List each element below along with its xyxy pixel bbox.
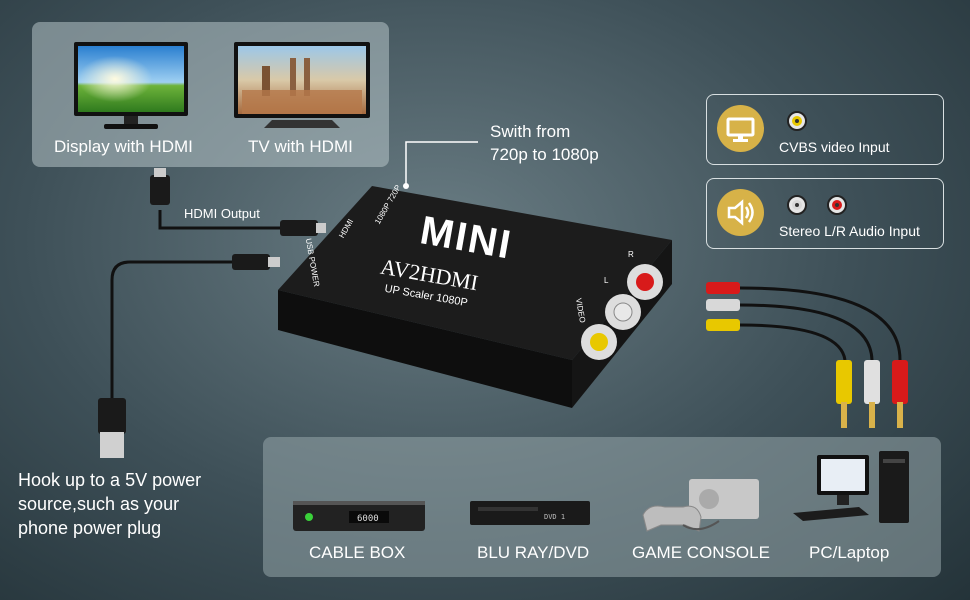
converter-device: MINI AV2HDMI UP Scaler 1080P HDMI USB PO… xyxy=(272,180,692,410)
switch-callout: Swith from 720p to 1080p xyxy=(490,120,599,166)
source-cable-box-label: CABLE BOX xyxy=(309,543,406,562)
power-line-1: Hook up to a 5V power xyxy=(18,470,202,490)
cvbs-label: CVBS video Input xyxy=(779,139,890,155)
bluray-display: DVD 1 xyxy=(544,513,565,521)
display-panel: Display with HDMI TV with HDMI xyxy=(32,22,389,167)
tv-icon xyxy=(234,42,370,128)
audio-label: Stereo L/R Audio Input xyxy=(779,223,920,239)
switch-line-1: Swith from xyxy=(490,122,571,141)
hdmi-output-label: HDMI Output xyxy=(184,206,260,221)
source-panel: 6000 DVD 1 CABLE BOX BLU RAY/DVD GAME CO… xyxy=(263,437,941,577)
port-r-label: R xyxy=(628,250,634,259)
speaker-icon xyxy=(717,189,764,236)
power-line-3: phone power plug xyxy=(18,518,162,538)
switch-line-2: 720p to 1080p xyxy=(490,145,599,164)
monitor-feature-icon xyxy=(717,105,764,152)
tv-label: TV with HDMI xyxy=(248,137,353,156)
game-console-icon xyxy=(642,479,759,532)
source-pc-label: PC/Laptop xyxy=(809,543,890,562)
power-callout: Hook up to a 5V power source,such as you… xyxy=(18,468,201,540)
yellow-rca-icon xyxy=(787,111,807,131)
source-bluray-label: BLU RAY/DVD xyxy=(477,543,590,562)
white-rca-icon xyxy=(787,195,807,215)
monitor-icon xyxy=(74,42,188,129)
cvbs-input-box: CVBS video Input xyxy=(706,94,944,165)
pc-icon xyxy=(793,451,909,523)
device-rca-ports xyxy=(581,264,663,360)
bluray-player-icon: DVD 1 xyxy=(470,501,590,525)
audio-input-box: Stereo L/R Audio Input xyxy=(706,178,944,249)
power-line-2: source,such as your xyxy=(18,494,180,514)
display-label: Display with HDMI xyxy=(54,137,193,156)
source-console-label: GAME CONSOLE xyxy=(632,543,770,562)
port-l-label: L xyxy=(604,276,609,285)
red-rca-icon xyxy=(827,195,847,215)
cable-box-icon: 6000 xyxy=(293,501,425,531)
cable-box-display: 6000 xyxy=(357,514,379,524)
